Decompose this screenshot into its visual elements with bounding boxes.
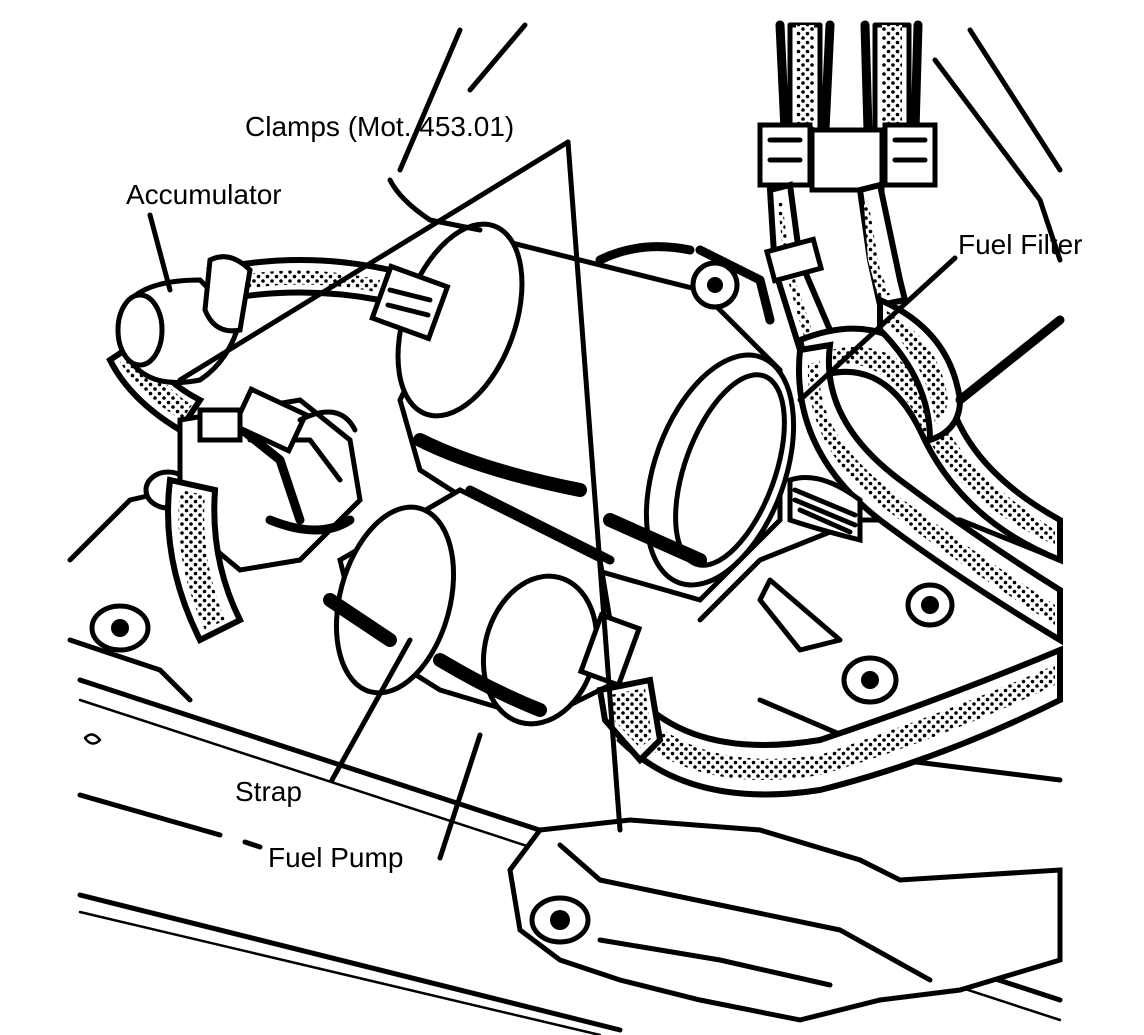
label-fuel-pump: Fuel Pump bbox=[268, 842, 403, 873]
feed-hose bbox=[616, 645, 1063, 798]
label-fuel-filter: Fuel Filter bbox=[958, 229, 1082, 260]
label-accumulator: Accumulator bbox=[126, 179, 282, 210]
frame-lines bbox=[387, 22, 528, 233]
label-strap: Strap bbox=[235, 776, 302, 807]
label-clamps: Clamps (Mot. 453.01) bbox=[245, 111, 514, 142]
return-hoses bbox=[796, 27, 1065, 646]
leader-lines bbox=[147, 139, 958, 861]
accumulator bbox=[106, 254, 451, 435]
upper-fuel-lines bbox=[757, 20, 938, 354]
fuel-pump bbox=[323, 485, 664, 765]
pump-connector bbox=[165, 385, 363, 645]
